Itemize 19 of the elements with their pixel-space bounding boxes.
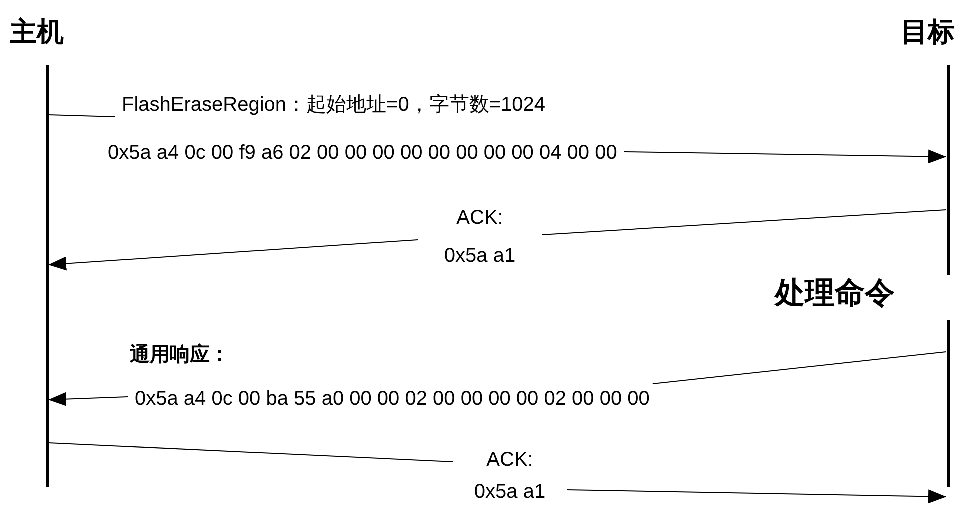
message-text: ACK: (456, 206, 504, 230)
message-arrow (48, 392, 128, 406)
message-text: 0x5a a1 (443, 244, 517, 268)
message-text: ACK: (486, 448, 534, 472)
message-arrow (48, 240, 418, 271)
note-label: 处理命令 (775, 276, 895, 312)
message-line (652, 352, 947, 384)
message-text: FlashEraseRegion：起始地址=0，字节数=1024 (122, 93, 546, 117)
message-arrow (566, 490, 947, 504)
participant-label: 目标 (901, 16, 955, 49)
message-line (48, 114, 116, 118)
message-text: 通用响应： (130, 343, 230, 367)
message-text: 0x5a a4 0c 00 ba 55 a0 00 00 02 00 00 00 00 02 00 00 00 (135, 387, 650, 411)
message-text: 0x5a a4 0c 00 f9 a6 02 00 00 00 00 00 00 00 00 04 00 00 (108, 141, 618, 165)
participant-label: 主机 (10, 16, 64, 49)
message-line (48, 442, 454, 462)
message-arrow (624, 150, 947, 164)
message-text: 0x5a a1 (473, 480, 547, 504)
message-line (542, 210, 947, 236)
